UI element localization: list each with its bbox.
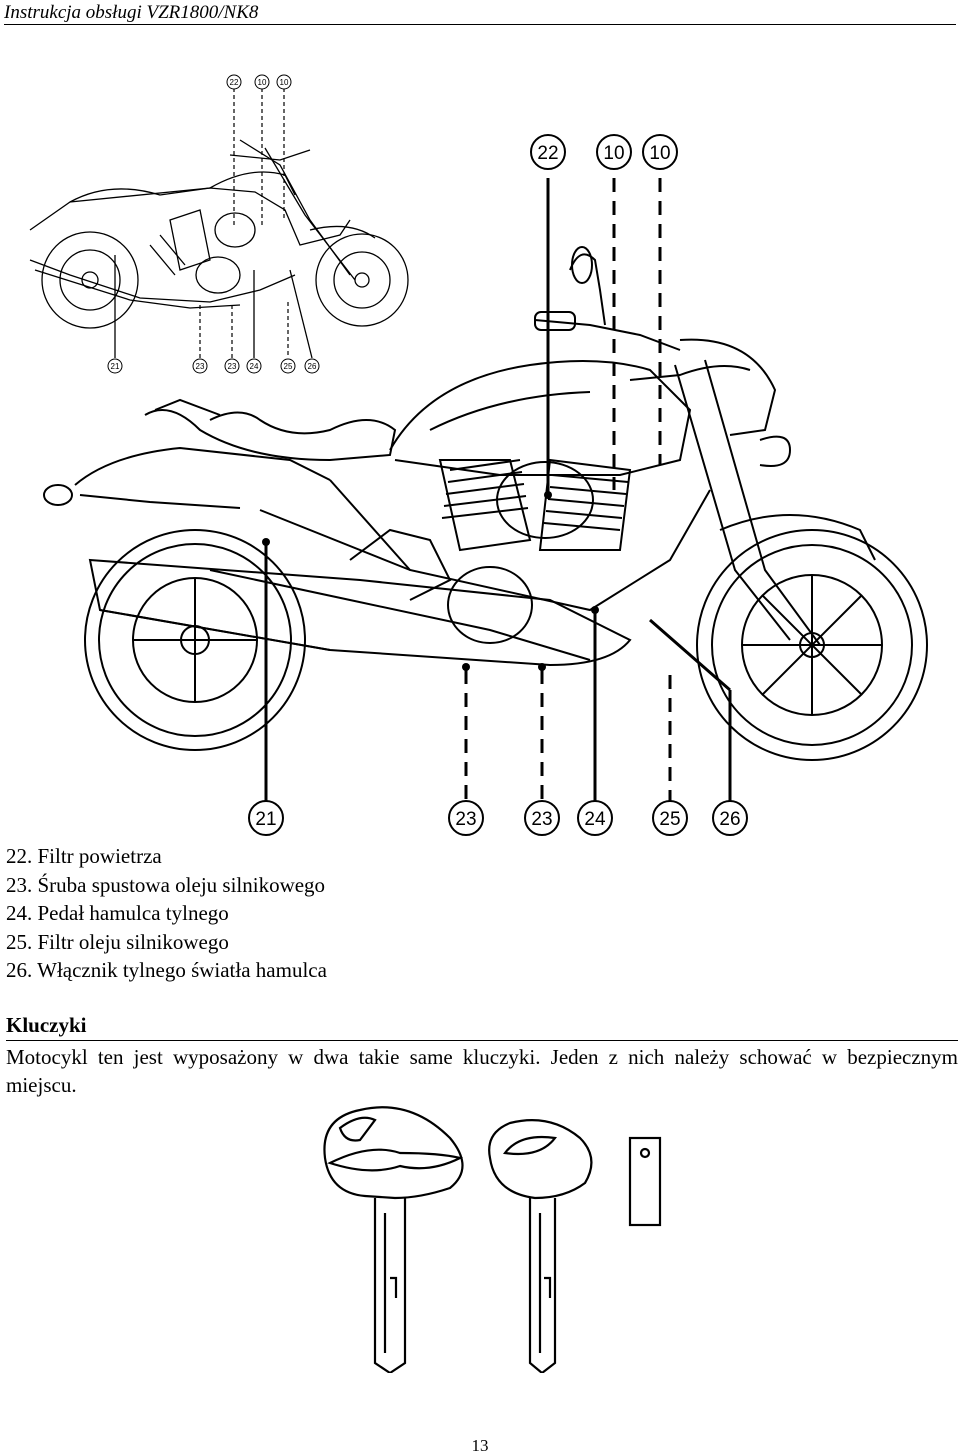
callout-small-23b: 23 <box>228 362 237 371</box>
callout-25: 25 <box>659 809 680 830</box>
motorcycle-overview-illustration: 22 10 10 21 23 23 24 25 26 <box>29 74 409 374</box>
callout-small-21: 21 <box>111 362 120 371</box>
page-header: Instrukcja obsługi VZR1800/NK8 <box>4 2 956 25</box>
callout-small-24: 24 <box>250 362 259 371</box>
callout-small-10a: 10 <box>258 78 267 87</box>
legend-item: 25. Filtr oleju silnikowego <box>6 929 229 954</box>
callout-22: 22 <box>537 143 558 164</box>
callout-small-25: 25 <box>284 362 293 371</box>
legend-item: 22. Filtr powietrza <box>6 844 162 868</box>
legend-item: 24. Pedał hamulca tylnego <box>6 901 229 925</box>
callout-small-10b: 10 <box>280 78 289 87</box>
callout-10a: 10 <box>603 143 624 164</box>
callout-10b: 10 <box>649 143 670 164</box>
legend-item: 26. Włącznik tylnego światła hamulca <box>6 958 327 982</box>
parts-legend: 22. Filtr powietrza 23. Śruba spustowa o… <box>6 842 327 985</box>
callout-23b: 23 <box>531 809 552 830</box>
callout-21: 21 <box>255 809 276 830</box>
keys-illustration <box>323 1106 662 1373</box>
callout-26: 26 <box>719 809 740 830</box>
callout-small-23a: 23 <box>196 362 205 371</box>
callout-24: 24 <box>584 809 606 830</box>
page-number: 13 <box>471 1436 489 1455</box>
callout-small-26: 26 <box>308 362 317 371</box>
section-body: Motocykl ten jest wyposażony w dwa takie… <box>6 1045 958 1097</box>
legend-item: 23. Śruba spustowa oleju silnikowego <box>6 872 326 897</box>
section-title: Kluczyki <box>6 1013 958 1041</box>
header-title: Instrukcja obsługi VZR1800/NK8 <box>4 2 259 23</box>
callout-small-22: 22 <box>230 78 239 87</box>
motorcycle-detail-illustration: 22 10 10 21 23 23 24 25 26 <box>43 134 928 836</box>
callout-23a: 23 <box>455 809 476 830</box>
